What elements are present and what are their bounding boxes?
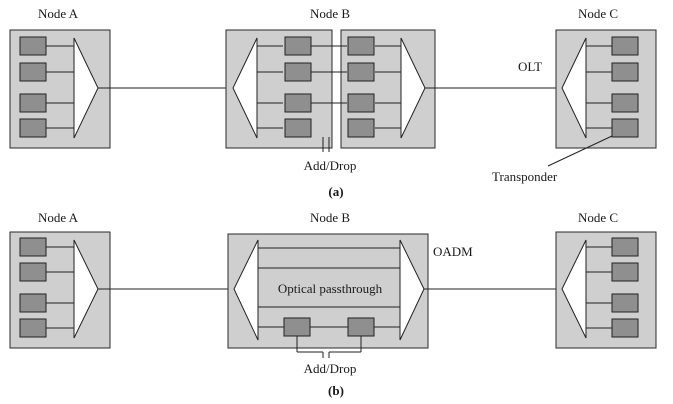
b-oadm-label: OADM — [433, 244, 473, 259]
a-transponder-label: Transponder — [492, 169, 558, 184]
a-node-a-transponder — [19, 36, 47, 56]
b-node-c-demux — [561, 239, 587, 339]
b-caption: (b) — [328, 383, 344, 398]
a-node-c-transponder — [611, 93, 639, 113]
b-node-a-label: Node A — [38, 210, 79, 225]
a-node-b-transponder — [284, 36, 312, 56]
b-node-a-transponder — [19, 293, 47, 313]
a-node-b-transponder — [284, 118, 312, 138]
b-node-a-transponder — [19, 237, 47, 257]
a-node-b-transponder — [347, 118, 375, 138]
a-node-c-transponder — [611, 62, 639, 82]
a-add-drop-label: Add/Drop — [304, 158, 357, 173]
a-caption: (a) — [328, 184, 343, 199]
b-node-a-transponder — [19, 318, 47, 338]
a-node-b-transponder — [347, 93, 375, 113]
a-transponder-callout — [547, 135, 613, 167]
a-node-c-demux — [561, 37, 587, 139]
a-node-c-transponder — [611, 118, 639, 138]
a-node-b-transponder — [284, 93, 312, 113]
b-node-c-transponder — [611, 293, 639, 313]
b-node-a-mux — [73, 239, 99, 339]
b-oadm-left-demux — [233, 239, 259, 341]
b-add-drop-label: Add/Drop — [304, 361, 357, 376]
diagram-part-b: Node A Node B Node C OADM — [9, 210, 657, 398]
a-node-b-transponder — [347, 36, 375, 56]
a-node-b-transponder — [284, 62, 312, 82]
a-node-a-label: Node A — [38, 6, 79, 21]
a-node-b — [225, 29, 436, 152]
a-node-a — [9, 29, 111, 149]
b-node-c-transponder — [611, 318, 639, 338]
a-node-a-transponder — [19, 118, 47, 138]
b-node-c-transponder — [611, 262, 639, 282]
a-node-b-transponder — [347, 62, 375, 82]
diagram-part-a: Node A Node B Node C OLT — [9, 6, 657, 199]
b-node-b-oadm: Optical passthrough — [227, 233, 429, 358]
b-node-b-label: Node B — [310, 210, 350, 225]
b-oadm-transponder — [283, 317, 311, 337]
b-oadm-transponder — [347, 317, 375, 337]
b-oadm-box — [227, 233, 429, 349]
a-node-a-mux — [73, 37, 99, 139]
a-node-b-left-demux — [232, 37, 258, 139]
a-node-a-transponder — [19, 62, 47, 82]
a-node-a-transponder — [19, 93, 47, 113]
a-node-c-transponder — [611, 36, 639, 56]
b-node-a-transponder — [19, 262, 47, 282]
b-node-c-label: Node C — [578, 210, 618, 225]
b-node-c — [555, 231, 657, 349]
a-node-b-right-mux — [400, 37, 426, 139]
b-node-c-transponder — [611, 237, 639, 257]
a-node-b-label: Node B — [310, 6, 350, 21]
a-node-c — [555, 29, 657, 149]
a-node-c-label: Node C — [578, 6, 618, 21]
b-oadm-right-mux — [399, 239, 425, 341]
b-optical-passthrough-label: Optical passthrough — [278, 281, 383, 296]
b-node-a — [9, 231, 111, 349]
a-olt-label: OLT — [518, 59, 542, 74]
